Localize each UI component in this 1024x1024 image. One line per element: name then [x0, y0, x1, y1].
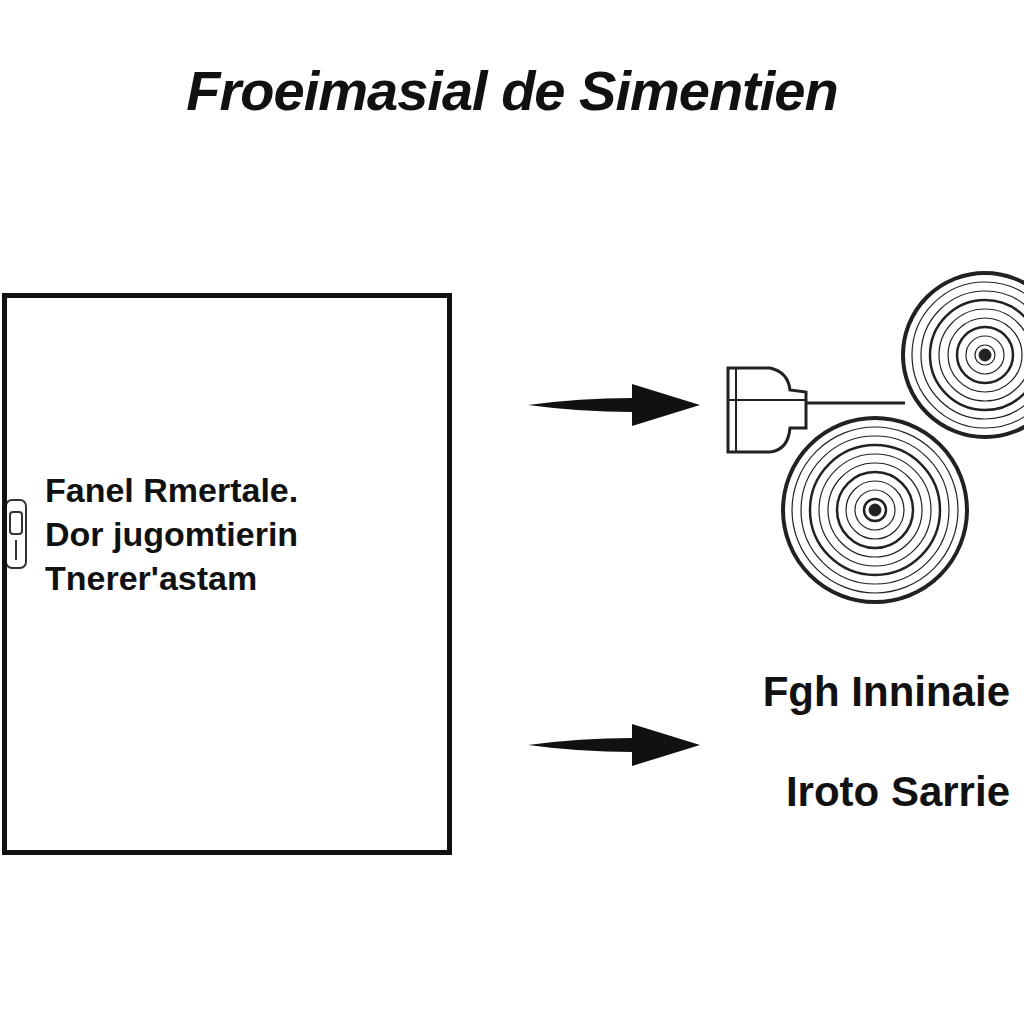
wheel [903, 273, 1024, 437]
cap-line [728, 399, 806, 401]
cap-line [735, 368, 737, 452]
box-text: Fanel Rmertale. Dor jugomtierin Tnerer'a… [45, 468, 345, 601]
wheel [783, 418, 967, 602]
small-icon [6, 500, 26, 568]
diagram-title: Froeimasial de Simentien [0, 58, 1024, 123]
shaft-cap [728, 368, 806, 452]
side-label: Fgh Inninaie [761, 668, 1012, 716]
arrow [528, 384, 700, 766]
shaft [805, 402, 905, 405]
process-box: Fanel Rmertale. Dor jugomtierin Tnerer'a… [2, 293, 452, 855]
wheel-assembly [728, 273, 1024, 602]
side-label: Iroto Sarrie [784, 768, 1012, 816]
